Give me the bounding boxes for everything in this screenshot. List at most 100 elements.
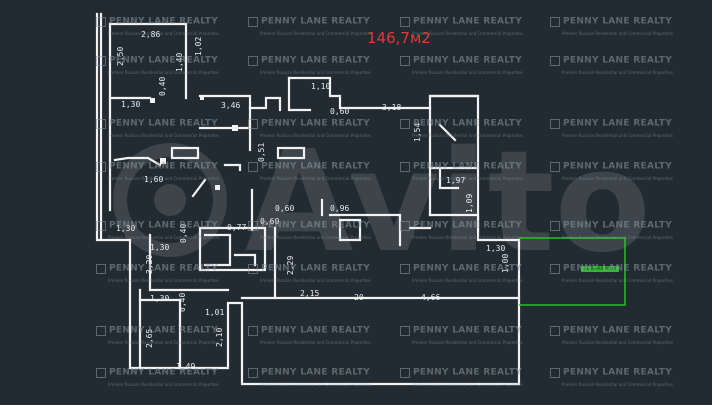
watermark-logo-icon xyxy=(248,220,258,231)
watermark-logo-icon xyxy=(400,118,410,129)
dim-label: 1,09 xyxy=(465,193,474,213)
watermark-name: PENNY LANE REALTY xyxy=(261,325,371,336)
floor-plan-drawing xyxy=(95,12,626,386)
watermark-subtitle: Premier Russian Residential and Commerci… xyxy=(260,278,371,283)
watermark-logo-icon xyxy=(400,220,410,231)
dim-label: 0,77 xyxy=(227,223,247,232)
watermark-subtitle: Premier Russian Residential and Commerci… xyxy=(108,31,219,36)
terrace-tag: ЗЕЛЕНАЯ ЗОНА xyxy=(581,266,619,272)
watermark-logo-icon xyxy=(248,325,258,336)
watermark-subtitle: Premier Russian Residential and Commerci… xyxy=(108,235,219,240)
watermark-name: PENNY LANE REALTY xyxy=(109,220,219,231)
watermark-name: PENNY LANE REALTY xyxy=(109,118,219,129)
penny-lane-watermark: PENNY LANE REALTY Premier Russian Residen… xyxy=(96,215,219,240)
watermark-subtitle: Premier Russian Residential and Commerci… xyxy=(108,70,219,75)
penny-lane-watermark: PENNY LANE REALTY Premier Russian Residen… xyxy=(248,258,371,283)
watermark-name: PENNY LANE REALTY xyxy=(413,118,523,129)
watermark-name: PENNY LANE REALTY xyxy=(261,118,371,129)
dim-label: 3,18 xyxy=(382,103,402,112)
watermark-subtitle: Premier Russian Residential and Commerci… xyxy=(562,382,673,387)
watermark-subtitle: Premier Russian Residential and Commerci… xyxy=(412,176,523,181)
watermark-logo-icon xyxy=(400,161,410,172)
watermark-subtitle: Premier Russian Residential and Commerci… xyxy=(412,382,523,387)
watermark-subtitle: Premier Russian Residential and Commerci… xyxy=(260,70,371,75)
watermark-logo-icon xyxy=(550,16,560,27)
watermark-subtitle: Premier Russian Residential and Commerci… xyxy=(562,278,673,283)
watermark-logo-icon xyxy=(400,263,410,274)
watermark-name: PENNY LANE REALTY xyxy=(563,55,673,66)
penny-lane-watermark: PENNY LANE REALTY Premier Russian Residen… xyxy=(400,50,523,75)
watermark-logo-icon xyxy=(248,16,258,27)
watermark-name: PENNY LANE REALTY xyxy=(563,220,673,231)
watermark-name: PENNY LANE REALTY xyxy=(109,16,219,27)
watermark-name: PENNY LANE REALTY xyxy=(563,367,673,378)
watermark-logo-icon xyxy=(248,263,258,274)
watermark-subtitle: Premier Russian Residential and Commerci… xyxy=(412,31,523,36)
watermark-subtitle: Premier Russian Residential and Commerci… xyxy=(108,133,219,138)
avito-watermark: Avito xyxy=(113,125,651,275)
avito-wordmark: Avito xyxy=(245,125,651,275)
watermark-subtitle: Premier Russian Residential and Commerci… xyxy=(412,235,523,240)
watermark-subtitle: Premier Russian Residential and Commerci… xyxy=(108,340,219,345)
watermark-logo-icon xyxy=(248,55,258,66)
floorplan-canvas: Avito xyxy=(0,0,712,405)
watermark-name: PENNY LANE REALTY xyxy=(109,325,219,336)
penny-lane-watermark: PENNY LANE REALTY Premier Russian Residen… xyxy=(96,50,219,75)
dim-label: 0,60 xyxy=(330,107,350,116)
watermark-name: PENNY LANE REALTY xyxy=(413,220,523,231)
dim-label: 1,10 xyxy=(311,82,331,91)
watermark-logo-icon xyxy=(550,118,560,129)
dim-label: 1,30 xyxy=(486,244,506,253)
dim-label: 1,30 xyxy=(150,243,170,252)
watermark-name: PENNY LANE REALTY xyxy=(261,220,371,231)
watermark-logo-icon xyxy=(550,367,560,378)
penny-lane-watermark: PENNY LANE REALTY Premier Russian Residen… xyxy=(96,11,219,36)
watermark-name: PENNY LANE REALTY xyxy=(413,263,523,274)
dim-label: 0,60 xyxy=(260,217,280,226)
watermark-name: PENNY LANE REALTY xyxy=(563,263,673,274)
watermark-logo-icon xyxy=(96,325,106,336)
dim-label: 20 xyxy=(354,293,364,302)
watermark-subtitle: Premier Russian Residential and Commerci… xyxy=(260,176,371,181)
watermark-logo-icon xyxy=(96,16,106,27)
watermark-name: PENNY LANE REALTY xyxy=(413,55,523,66)
watermark-name: PENNY LANE REALTY xyxy=(563,16,673,27)
dim-label: 1,01 xyxy=(205,308,225,317)
watermark-logo-icon xyxy=(400,325,410,336)
watermark-subtitle: Premier Russian Residential and Commerci… xyxy=(108,382,219,387)
watermark-subtitle: Premier Russian Residential and Commerci… xyxy=(562,176,673,181)
watermark-subtitle: Premier Russian Residential and Commerci… xyxy=(562,70,673,75)
watermark-logo-icon xyxy=(400,367,410,378)
dim-label: 1,97 xyxy=(446,176,466,185)
total-area-label: 146,7м2 xyxy=(367,29,431,47)
watermark-subtitle: Premier Russian Residential and Commerci… xyxy=(108,278,219,283)
dim-label: 3,46 xyxy=(221,101,241,110)
dim-label: 0,40 xyxy=(178,292,187,312)
watermark-name: PENNY LANE REALTY xyxy=(413,325,523,336)
watermark-name: PENNY LANE REALTY xyxy=(261,367,371,378)
watermark-subtitle: Premier Russian Residential and Commerci… xyxy=(412,70,523,75)
watermark-name: PENNY LANE REALTY xyxy=(109,55,219,66)
watermark-logo-icon xyxy=(96,118,106,129)
dim-label: 2,15 xyxy=(300,289,320,298)
watermark-name: PENNY LANE REALTY xyxy=(261,263,371,274)
watermark-logo-icon xyxy=(400,16,410,27)
watermark-logo-icon xyxy=(96,263,106,274)
watermark-name: PENNY LANE REALTY xyxy=(261,55,371,66)
penny-lane-watermark: PENNY LANE REALTY Premier Russian Residen… xyxy=(550,258,673,283)
dim-label: 1,30 xyxy=(121,100,141,109)
watermark-logo-icon xyxy=(550,161,560,172)
watermark-name: PENNY LANE REALTY xyxy=(563,325,673,336)
watermark-name: PENNY LANE REALTY xyxy=(261,16,371,27)
watermark-subtitle: Premier Russian Residential and Commerci… xyxy=(260,340,371,345)
